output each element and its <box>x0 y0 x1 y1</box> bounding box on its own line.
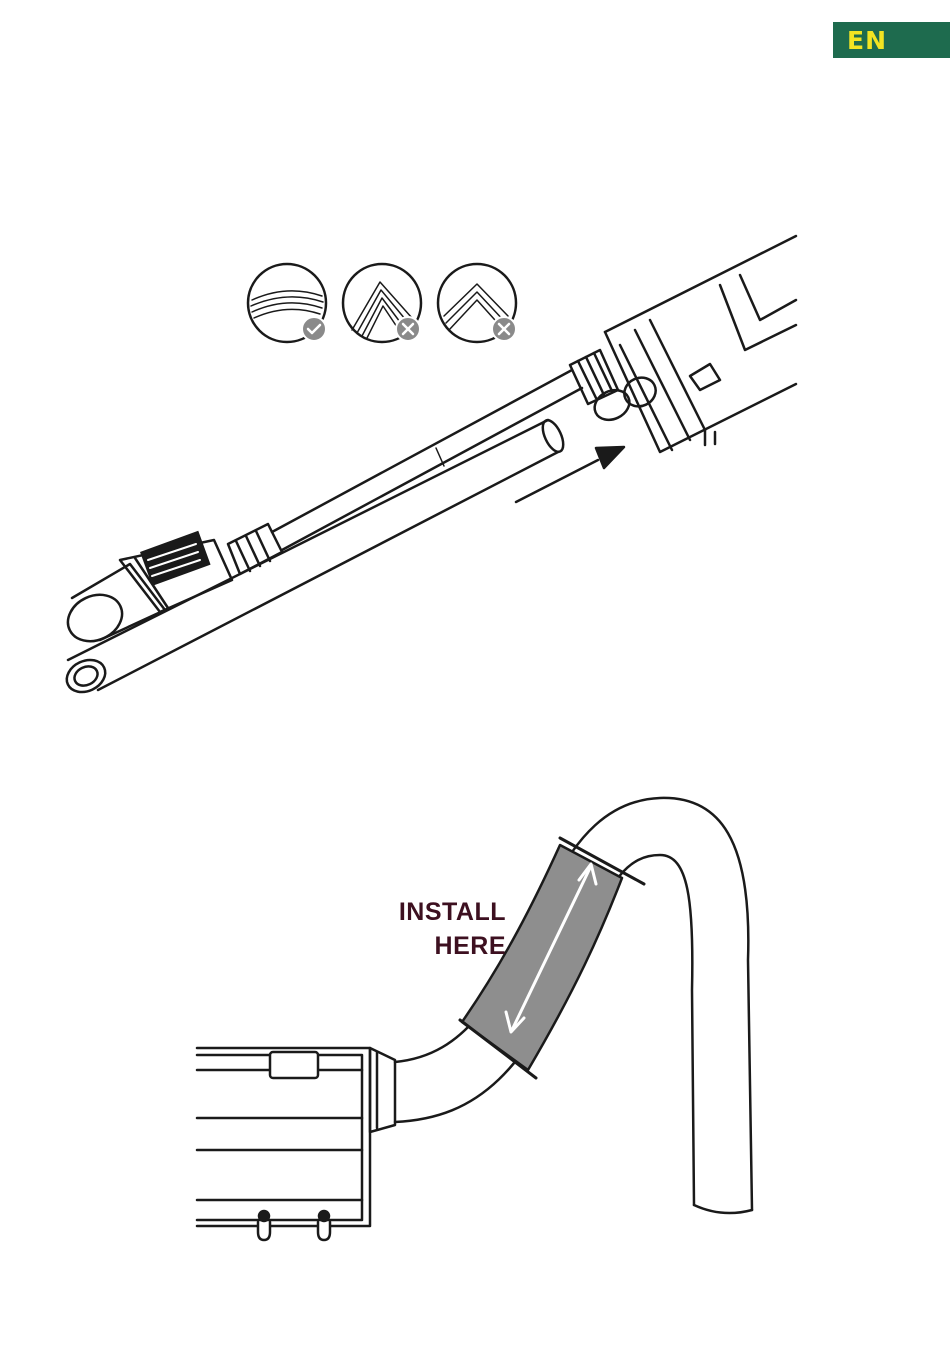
unit-body <box>197 1048 395 1240</box>
install-here-label-line2: HERE <box>435 932 506 961</box>
install-here-label-line1: INSTALL <box>399 898 506 927</box>
